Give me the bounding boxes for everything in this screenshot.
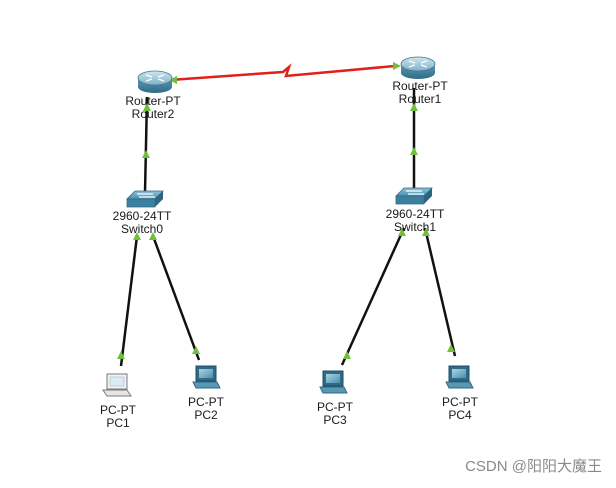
switch0-icon[interactable] xyxy=(126,190,164,208)
pc4-label: PC-PT PC4 xyxy=(442,396,478,422)
link-up-marker xyxy=(410,103,418,111)
router2-label: Router-PT Router2 xyxy=(125,95,180,121)
link-up-marker xyxy=(149,232,157,240)
link-up-marker xyxy=(169,76,177,84)
pc2-icon[interactable] xyxy=(192,365,221,389)
link-up-marker xyxy=(117,351,125,359)
pc3-icon[interactable] xyxy=(319,370,348,394)
router1-model: Router-PT xyxy=(392,79,448,93)
switch1-label: 2960-24TT Switch1 xyxy=(386,208,445,234)
pc4-name: PC4 xyxy=(448,408,472,422)
link-markers xyxy=(117,62,455,359)
link-up-marker xyxy=(410,147,418,155)
link-switch1-pc4[interactable] xyxy=(423,227,457,357)
link-up-marker xyxy=(393,62,401,70)
link-switch0-pc1[interactable] xyxy=(119,235,139,367)
pc3-model: PC-PT xyxy=(317,400,353,414)
watermark: CSDN @阳阳大魔王 xyxy=(465,458,602,475)
link-up-marker xyxy=(447,344,455,352)
link-router2-switch0[interactable] xyxy=(143,96,149,194)
pc2-model: PC-PT xyxy=(188,395,224,409)
router2-icon[interactable] xyxy=(137,70,173,93)
serial-link-router2-router1[interactable] xyxy=(169,63,396,82)
router1-icon[interactable] xyxy=(400,56,436,79)
pc1-icon[interactable] xyxy=(102,373,132,397)
pc1-label: PC-PT PC1 xyxy=(100,404,136,430)
pc3-name: PC3 xyxy=(323,413,347,427)
switch0-model: 2960-24TT xyxy=(112,209,172,223)
link-switch0-pc2[interactable] xyxy=(151,235,201,361)
router1-label: Router-PT Router1 xyxy=(392,80,447,106)
pc1-name: PC1 xyxy=(106,416,130,430)
router1-name: Router1 xyxy=(398,92,442,106)
link-up-marker xyxy=(398,228,406,236)
link-up-marker xyxy=(133,232,141,240)
link-switch1-pc3[interactable] xyxy=(340,227,406,366)
pc2-label: PC-PT PC2 xyxy=(188,396,224,422)
router2-model: Router-PT xyxy=(125,94,181,108)
pc3-label: PC-PT PC3 xyxy=(317,401,353,427)
switch0-name: Switch0 xyxy=(120,222,164,236)
pc4-model: PC-PT xyxy=(442,395,478,409)
link-up-marker xyxy=(343,351,351,359)
router2-name: Router2 xyxy=(131,107,175,121)
link-up-marker xyxy=(143,103,151,111)
link-up-marker xyxy=(142,150,150,158)
pc2-name: PC2 xyxy=(194,408,218,422)
switch1-name: Switch1 xyxy=(393,220,437,234)
link-up-marker xyxy=(422,228,430,236)
switch1-model: 2960-24TT xyxy=(385,207,445,221)
switch1-icon[interactable] xyxy=(395,187,433,205)
pc4-icon[interactable] xyxy=(445,365,474,389)
switch0-label: 2960-24TT Switch0 xyxy=(113,210,172,236)
link-up-marker xyxy=(192,346,200,354)
pc1-model: PC-PT xyxy=(100,403,136,417)
